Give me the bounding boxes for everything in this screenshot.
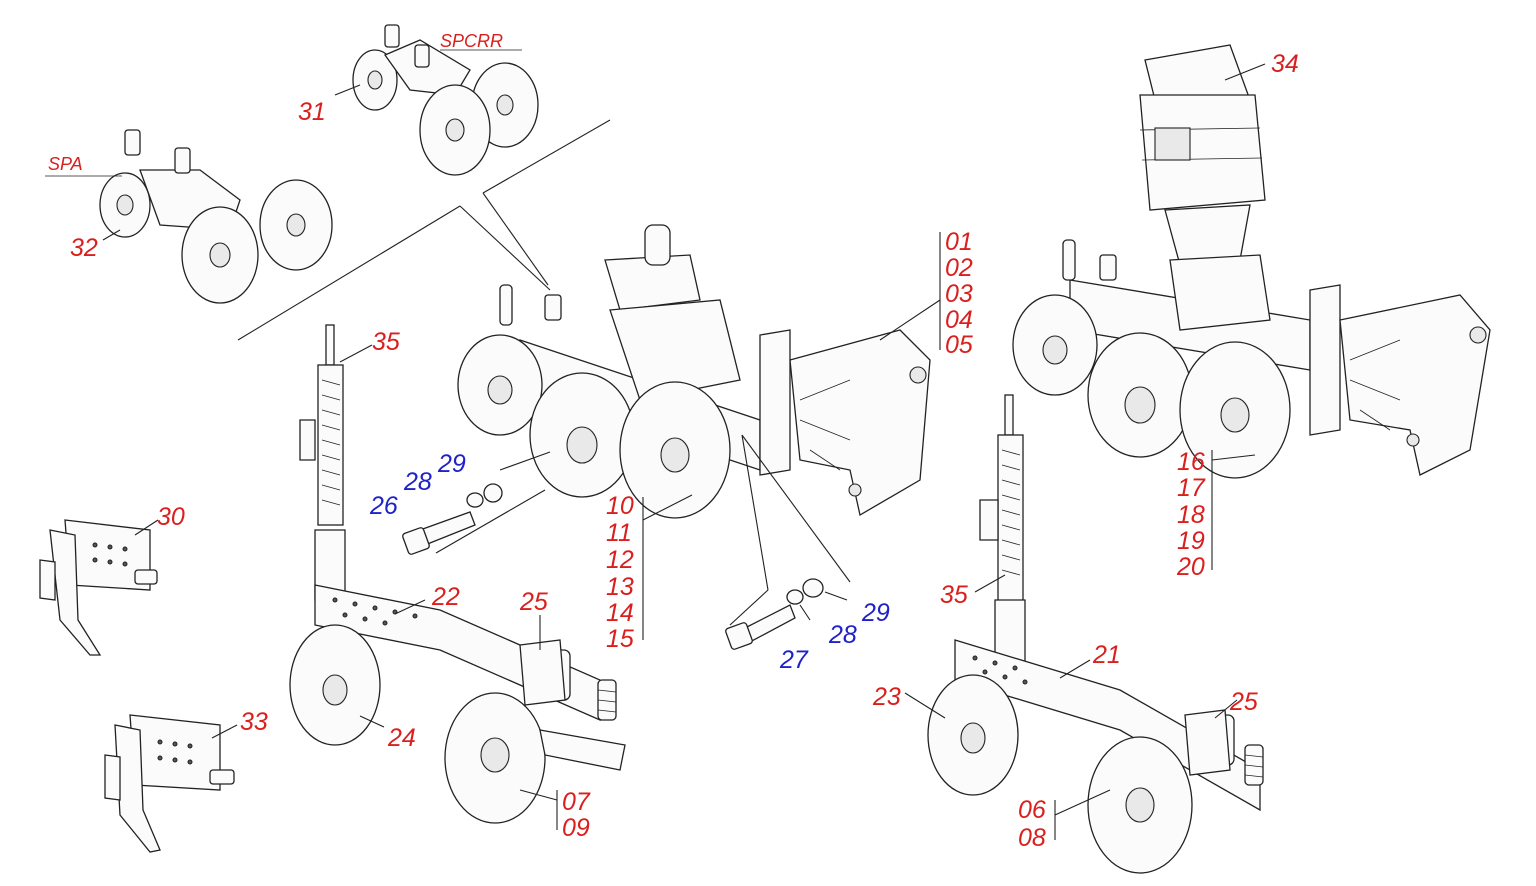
label-06: 06 (1018, 796, 1046, 824)
label-01: 01 (945, 228, 973, 256)
label-23: 23 (872, 683, 901, 711)
label-25-left: 25 (519, 588, 548, 616)
label-27: 27 (779, 646, 809, 674)
label-10: 10 (606, 492, 634, 520)
label-03: 03 (945, 280, 973, 308)
arm-holes-left (332, 597, 418, 626)
label-08: 08 (1018, 824, 1046, 852)
subsoiler-33-holes (157, 739, 193, 765)
label-30: 30 (157, 503, 185, 531)
label-11: 11 (606, 519, 632, 547)
variant-spcrr-label: SPCRR (440, 31, 503, 51)
spa-closing-wheels (45, 129, 333, 304)
label-07: 07 (562, 788, 591, 816)
label-35-right: 35 (940, 581, 968, 609)
label-20: 20 (1176, 553, 1205, 581)
label-15: 15 (606, 625, 634, 653)
label-18: 18 (1177, 501, 1205, 529)
central-row-unit (457, 224, 931, 519)
label-02: 02 (945, 254, 973, 282)
label-05: 05 (945, 331, 973, 359)
subsoiler-30-holes (92, 542, 128, 567)
bolt-set-lower (725, 578, 824, 650)
label-35-left: 35 (372, 328, 400, 356)
label-26: 26 (369, 492, 398, 520)
bolt-set-upper (402, 483, 503, 555)
label-16: 16 (1177, 448, 1205, 476)
spcrr-closing-wheels (352, 24, 539, 176)
label-14: 14 (606, 599, 634, 627)
label-09: 09 (562, 814, 590, 842)
label-28-upper: 28 (403, 468, 432, 496)
label-33: 33 (240, 708, 268, 736)
label-19: 19 (1177, 527, 1205, 555)
row-cleaner-left (289, 324, 626, 824)
right-row-unit (1012, 44, 1491, 479)
label-22: 22 (431, 583, 460, 611)
label-34: 34 (1271, 50, 1299, 78)
label-17: 17 (1177, 474, 1206, 502)
label-25-right: 25 (1229, 688, 1258, 716)
subsoiler-30 (39, 519, 158, 656)
label-13: 13 (606, 573, 634, 601)
label-31: 31 (298, 98, 326, 126)
arm-holes-right (972, 655, 1028, 685)
label-21: 21 (1092, 641, 1121, 669)
variant-spa-label: SPA (48, 154, 83, 174)
label-29-lower: 29 (861, 599, 890, 627)
subsoiler-33 (104, 714, 235, 853)
label-04: 04 (945, 306, 973, 334)
label-32: 32 (70, 234, 98, 262)
label-28-lower: 28 (828, 621, 857, 649)
label-24: 24 (387, 724, 416, 752)
label-29-upper: 29 (437, 450, 466, 478)
label-12: 12 (606, 546, 634, 574)
